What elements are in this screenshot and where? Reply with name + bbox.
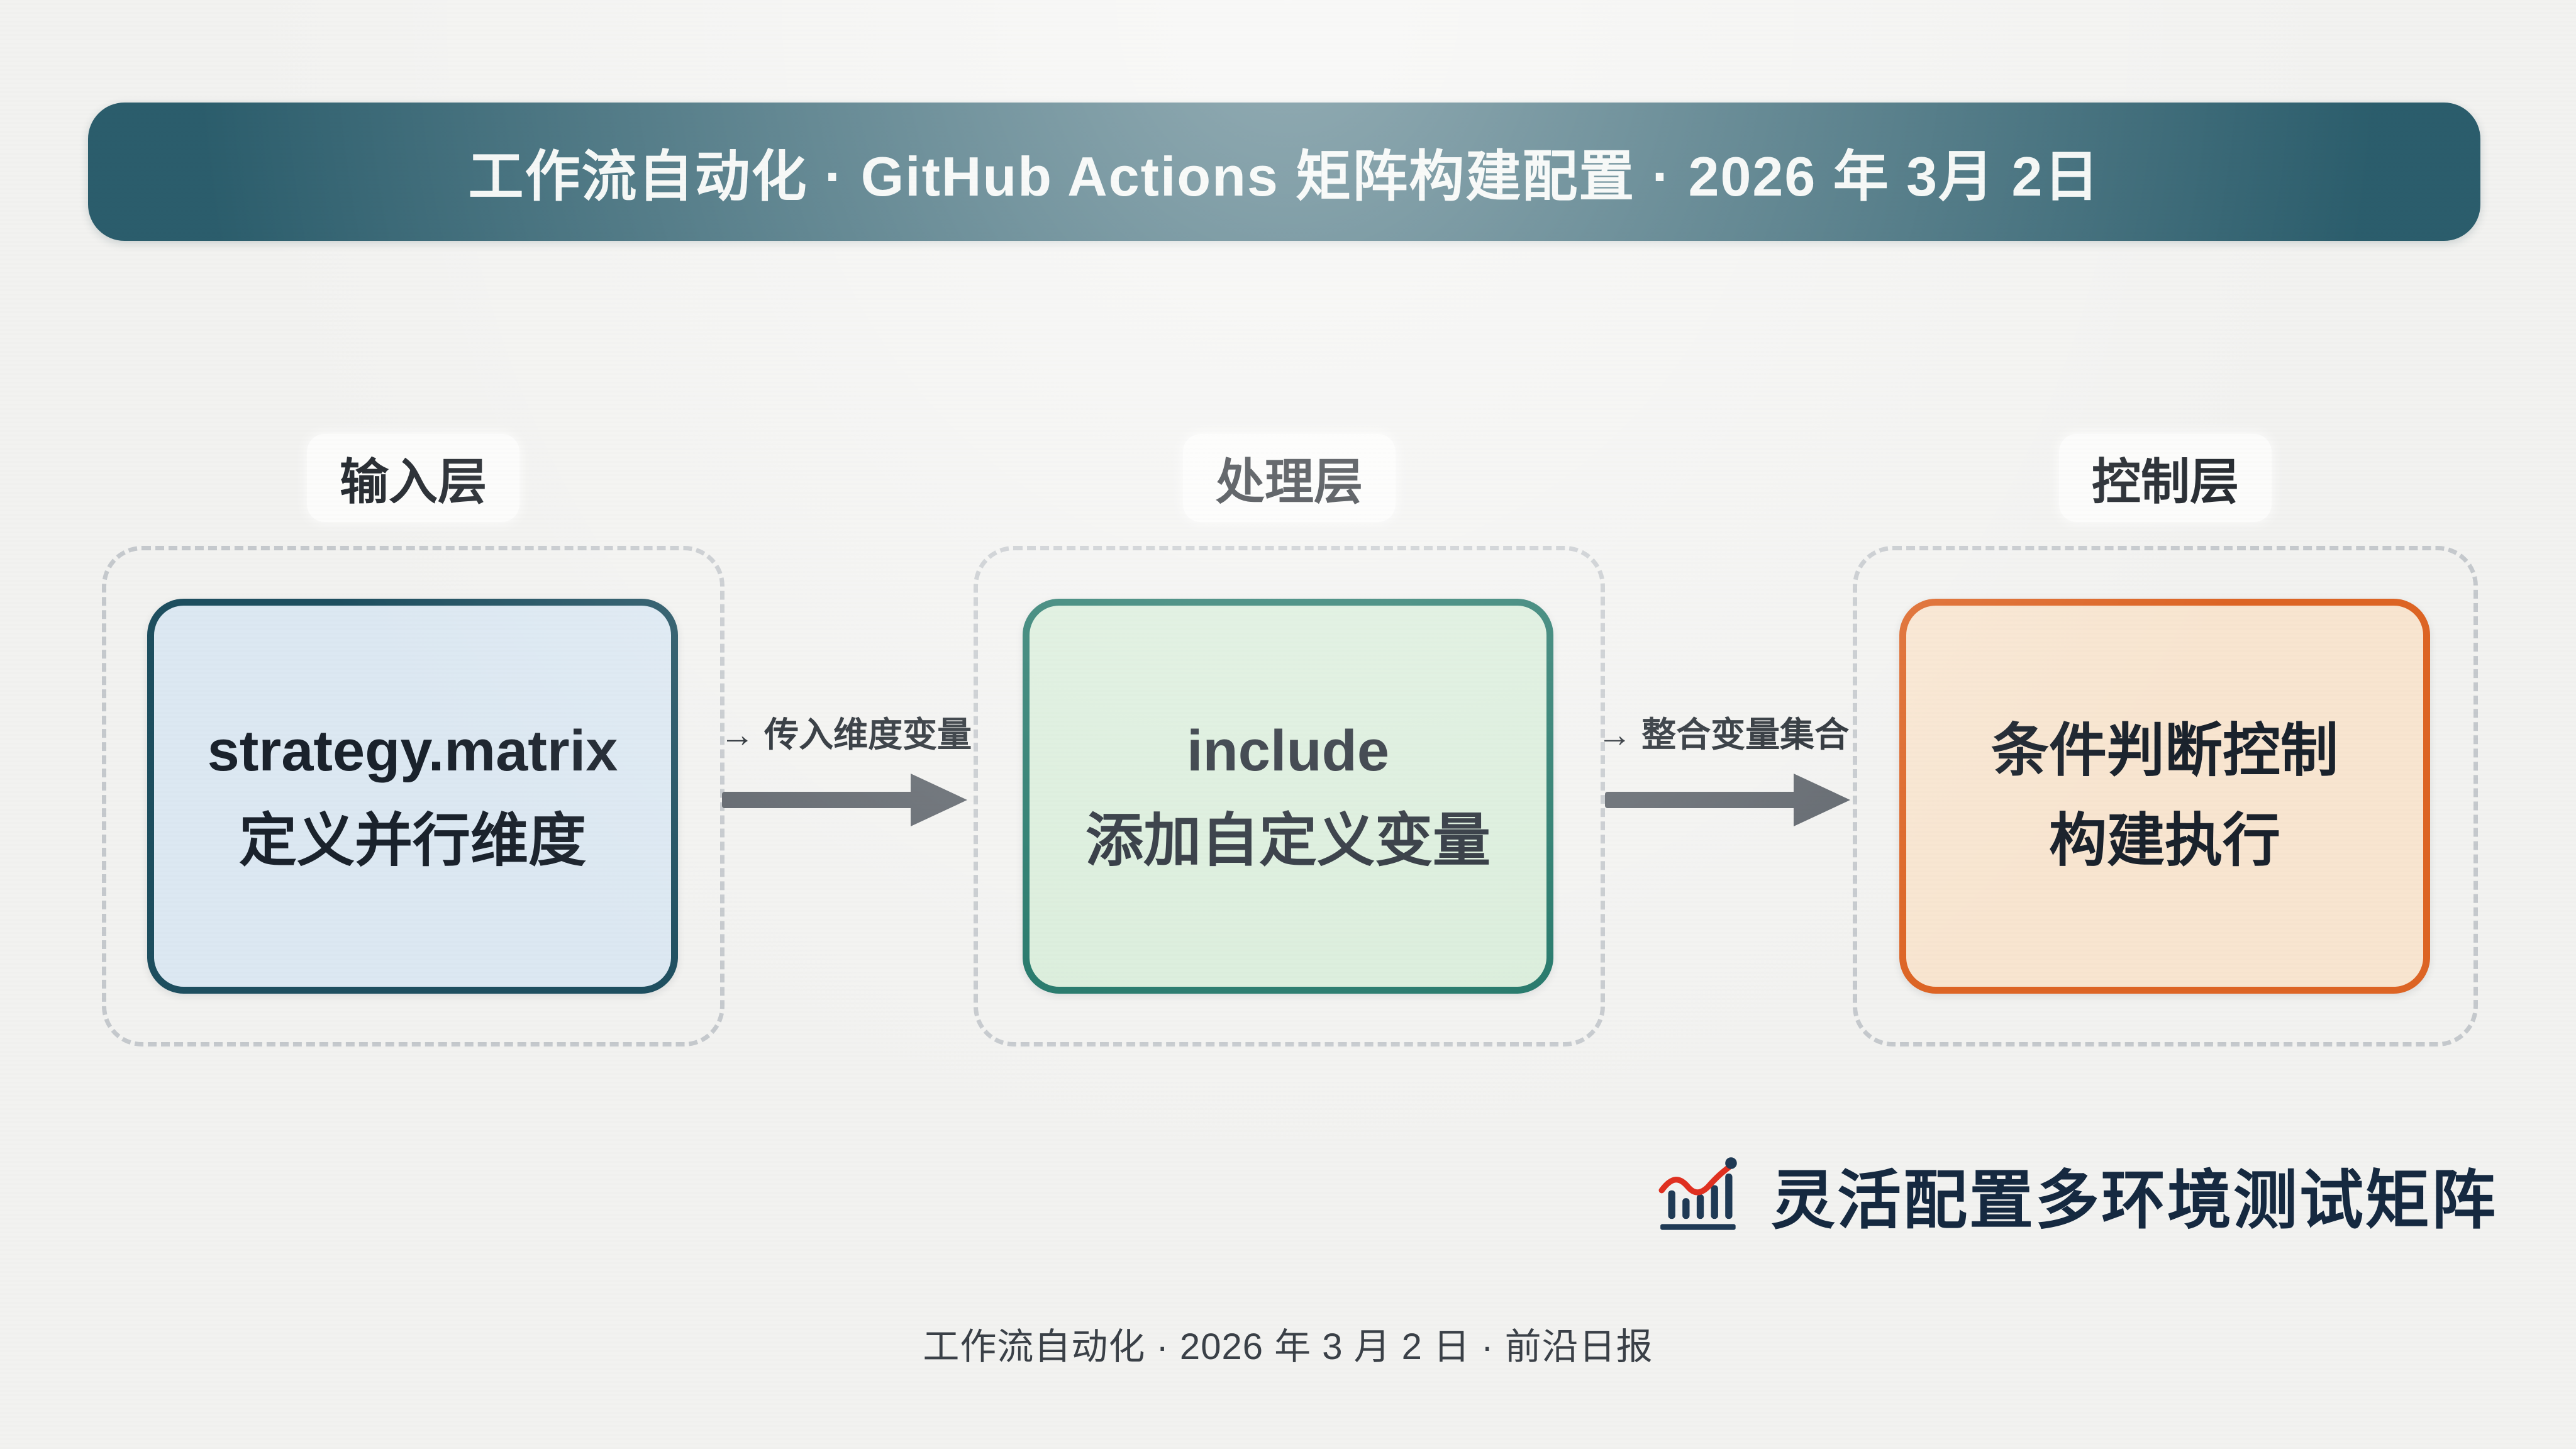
- layer-label-process: 处理层: [974, 434, 1605, 522]
- layer-label-control: 控制层: [1853, 434, 2478, 522]
- node-condition-line1: 条件判断控制: [1990, 719, 2338, 784]
- node-box-include: include 添加自定义变量: [1023, 599, 1553, 994]
- node-box-strategy-matrix: strategy.matrix 定义并行维度: [147, 599, 678, 994]
- header-banner: 工作流自动化 · GitHub Actions 矩阵构建配置 · 2026 年 …: [88, 103, 2480, 241]
- node-box-condition: 条件判断控制 构建执行: [1899, 599, 2430, 994]
- annotation: 灵活配置多环境测试矩阵: [1658, 1151, 2497, 1239]
- page-title: 工作流自动化 · GitHub Actions 矩阵构建配置 · 2026 年 …: [468, 145, 2101, 208]
- layer-label-process-text: 处理层: [1182, 434, 1396, 522]
- arrow-right-icon: [722, 774, 967, 826]
- dashed-container-control: [1853, 546, 2478, 1046]
- arrow-right-icon: [1605, 774, 1850, 826]
- node-include-line2: 添加自定义变量: [1085, 809, 1491, 873]
- layer-label-control-text: 控制层: [2058, 434, 2272, 522]
- footer-text: 工作流自动化 · 2026 年 3 月 2 日 · 前沿日报: [923, 1326, 1653, 1367]
- dashed-container-process: [974, 546, 1605, 1046]
- node-include-line1: include: [1186, 719, 1390, 784]
- arrow-label-pass-dimensions: → 传入维度变量: [719, 715, 972, 754]
- node-strategy-matrix-line1: strategy.matrix: [207, 719, 618, 784]
- annotation-text: 灵活配置多环境测试矩阵: [1771, 1164, 2497, 1236]
- node-condition-line2: 构建执行: [2048, 809, 2280, 873]
- layer-label-input-text: 输入层: [306, 434, 519, 522]
- trend-chart-icon: [1658, 1157, 1737, 1230]
- layer-label-input: 输入层: [102, 434, 724, 522]
- node-strategy-matrix-line2: 定义并行维度: [238, 809, 586, 873]
- arrow-label-merge-variables: → 整合变量集合: [1597, 715, 1850, 754]
